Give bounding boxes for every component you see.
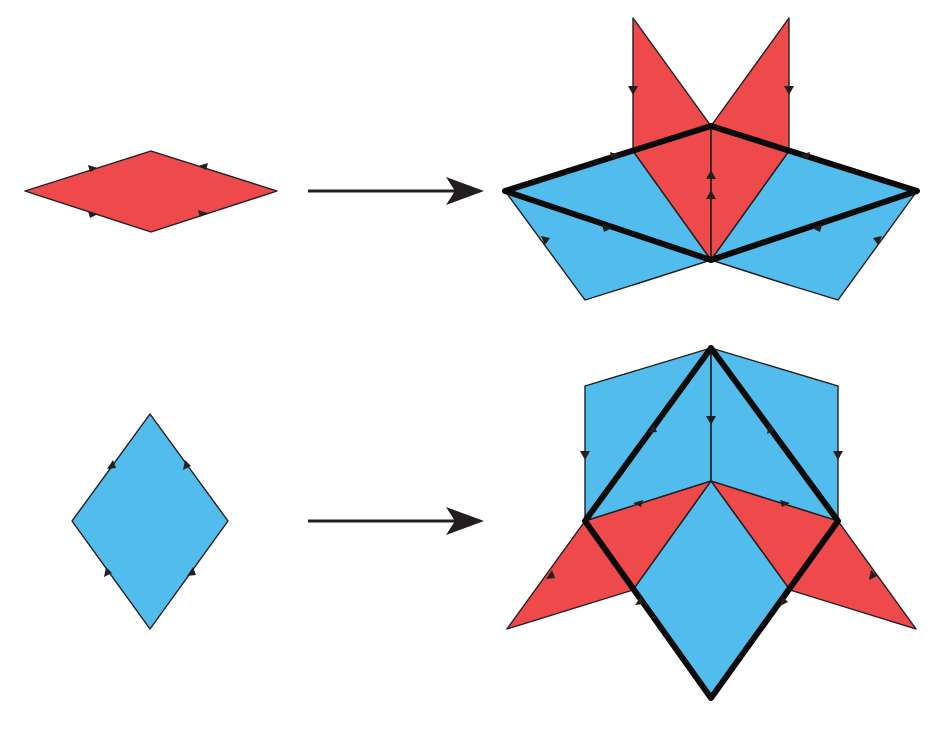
thick-rhombus-source xyxy=(71,413,229,630)
inflated-outline xyxy=(582,345,841,701)
inflated-outline xyxy=(502,123,920,263)
thin-rhombus-source xyxy=(24,150,278,233)
transform-arrow-bottom xyxy=(308,507,484,535)
thin-rhombus-substitution xyxy=(502,17,920,301)
edge-markers xyxy=(88,86,882,606)
thick-rhombus-substitution xyxy=(506,345,917,701)
blue-rhombus xyxy=(71,413,229,630)
red-rhombus xyxy=(24,150,278,233)
transform-arrow-top xyxy=(308,177,484,205)
